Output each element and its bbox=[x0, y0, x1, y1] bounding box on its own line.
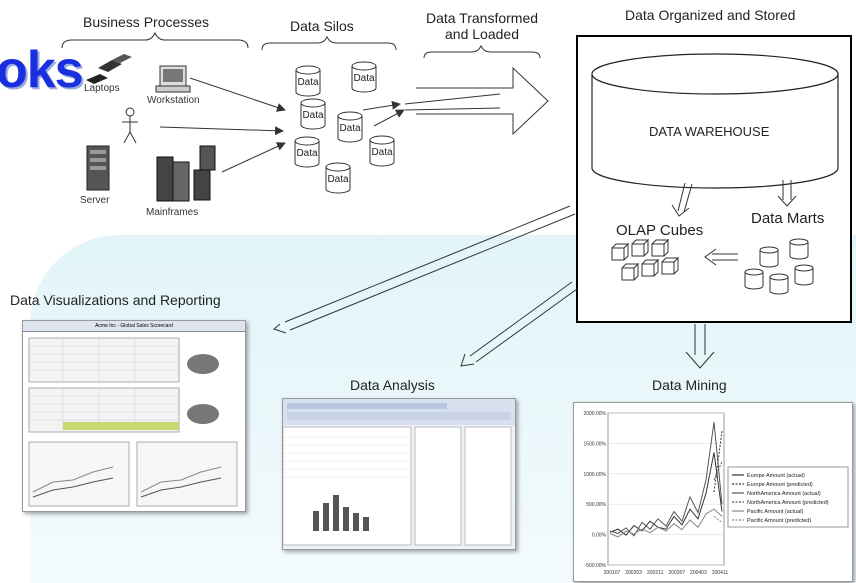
data-silo-label: Data bbox=[371, 147, 393, 158]
arrow-silo-a bbox=[362, 100, 401, 111]
label-server: Server bbox=[80, 195, 110, 206]
data-silo-label: Data bbox=[302, 110, 324, 121]
scorecard-title: Acme Inc - Global Sales Scorecard bbox=[23, 321, 245, 332]
label-workstation: Workstation bbox=[147, 95, 200, 106]
data-silo-7: Data bbox=[325, 162, 351, 194]
scorecard-graphics bbox=[28, 337, 238, 507]
mining-chart-svg: 2000.00% 1500.00% 1000.00% 500.00% 0.00% -500… bbox=[583, 411, 849, 576]
label-mainframes: Mainframes bbox=[146, 207, 199, 218]
heading-data-transformed-line2: and Loaded bbox=[445, 26, 519, 42]
mining-y-tick: 1000.00% bbox=[583, 472, 606, 478]
data-silo-label: Data bbox=[297, 77, 319, 88]
mining-y-tick: 0.00% bbox=[592, 533, 607, 539]
arrow-to-mining bbox=[685, 324, 715, 369]
arrow-warehouse-marts bbox=[777, 180, 797, 207]
heading-data-transformed-line1: Data Transformed bbox=[425, 10, 539, 26]
mining-x-tick: 200411 bbox=[712, 570, 729, 576]
arrow-marts-olap bbox=[704, 248, 738, 266]
data-silo-label: Data bbox=[353, 73, 375, 84]
data-silo-6: Data bbox=[369, 135, 395, 167]
mining-chart: 2000.00% 1500.00% 1000.00% 500.00% 0.00% -500… bbox=[573, 402, 853, 582]
mining-legend-label: Pacific Amount (actual) bbox=[747, 509, 803, 515]
heading-data-silos: Data Silos bbox=[290, 18, 354, 34]
transform-arrow-2 bbox=[404, 107, 501, 111]
data-silo-label: Data bbox=[296, 148, 318, 159]
data-marts-icon bbox=[744, 238, 814, 295]
mining-y-tick: 500.00% bbox=[586, 502, 606, 508]
arrow-to-analysis bbox=[460, 281, 578, 367]
arrow-silo-b bbox=[373, 109, 405, 127]
scorecard-thumbnail: Acme Inc - Global Sales Scorecard bbox=[22, 320, 246, 512]
olap-cubes-label: OLAP Cubes bbox=[616, 222, 704, 239]
data-silo-label: Data bbox=[339, 123, 361, 134]
label-data-visualizations: Data Visualizations and Reporting bbox=[10, 292, 221, 308]
data-silo-4: Data bbox=[337, 111, 363, 143]
analysis-thumbnail bbox=[282, 398, 516, 550]
mining-series-line bbox=[609, 422, 723, 537]
label-data-analysis: Data Analysis bbox=[350, 377, 435, 393]
transform-big-arrow bbox=[416, 66, 549, 136]
mining-legend-label: NorthAmerica Amount (predicted) bbox=[747, 500, 829, 506]
mining-x-tick: 200203 bbox=[625, 570, 642, 576]
heading-data-organized: Data Organized and Stored bbox=[625, 7, 796, 23]
heading-data-transformed: Data Transformed and Loaded bbox=[420, 10, 544, 42]
server-icon bbox=[86, 145, 110, 191]
olap-cubes-icon bbox=[611, 238, 680, 281]
mining-y-tick: -500.00% bbox=[585, 563, 607, 569]
arrow-user-silos bbox=[159, 126, 284, 136]
arrow-warehouse-olap bbox=[671, 182, 693, 217]
data-marts-label: Data Marts bbox=[751, 210, 825, 227]
arrow-workstation-silos bbox=[189, 77, 286, 112]
mining-x-tick: 200107 bbox=[604, 570, 621, 576]
mining-y-tick: 1500.00% bbox=[583, 441, 606, 447]
mining-x-tick: 200211 bbox=[647, 570, 664, 576]
brace-business bbox=[61, 31, 249, 49]
brace-transformed bbox=[423, 44, 541, 59]
mining-y-tick: 2000.00% bbox=[583, 411, 606, 417]
mainframes-icon bbox=[156, 145, 216, 202]
mining-series-line bbox=[713, 516, 723, 523]
mining-plot-area bbox=[607, 412, 725, 566]
mining-legend-label: NorthAmerica Amount (actual) bbox=[747, 491, 821, 497]
transform-arrow-1 bbox=[404, 93, 501, 105]
laptops-icon bbox=[86, 54, 132, 84]
label-data-mining: Data Mining bbox=[652, 377, 727, 393]
mining-legend bbox=[727, 466, 849, 528]
heading-business-processes: Business Processes bbox=[83, 14, 210, 30]
workstation-icon bbox=[155, 65, 191, 93]
warehouse-cylinder-top bbox=[591, 53, 839, 95]
mining-series-line bbox=[609, 508, 723, 538]
watermark-text: oks bbox=[0, 41, 84, 99]
mining-x-tick: 200307 bbox=[668, 570, 685, 576]
mining-legend-label: Pacific Amount (predicted) bbox=[747, 518, 811, 524]
warehouse-cylinder bbox=[591, 74, 839, 189]
arrow-to-visualization bbox=[272, 205, 576, 334]
data-silo-3: Data bbox=[300, 98, 326, 130]
analysis-graphics bbox=[283, 399, 515, 546]
brace-silos bbox=[261, 35, 397, 51]
mining-legend-label: Europe Amount (actual) bbox=[747, 473, 805, 479]
label-laptops: Laptops bbox=[84, 83, 120, 94]
user-icon bbox=[122, 107, 138, 144]
data-silo-1: Data bbox=[295, 65, 321, 97]
arrow-mainframes-silos bbox=[221, 142, 286, 173]
warehouse-title: DATA WAREHOUSE bbox=[649, 124, 770, 139]
mining-x-tick: 200403 bbox=[690, 570, 707, 576]
mining-legend-label: Europe Amount (predicted) bbox=[747, 482, 813, 488]
data-silo-5: Data bbox=[294, 136, 320, 168]
data-silo-2: Data bbox=[351, 61, 377, 93]
data-silo-label: Data bbox=[327, 174, 349, 185]
